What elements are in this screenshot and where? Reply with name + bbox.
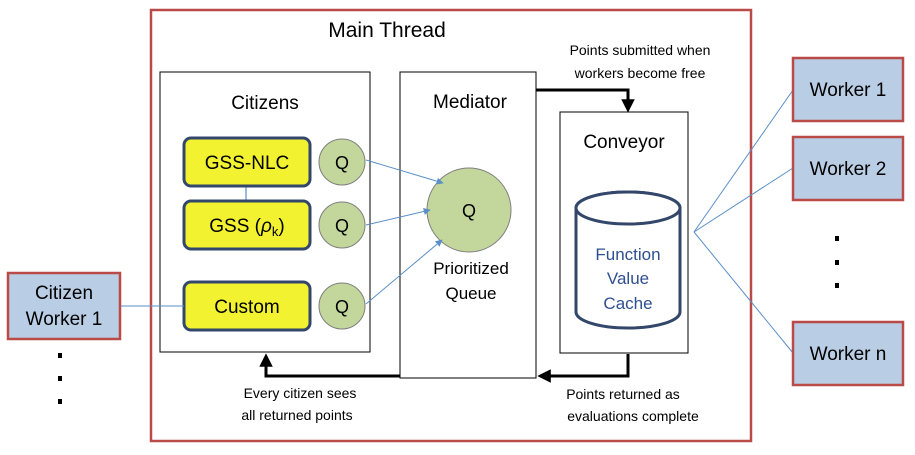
broadcast-arrow: [259, 353, 400, 378]
worker-n-box: [791, 320, 905, 387]
cache-label-2: Value: [607, 269, 649, 288]
worker-link-1: [693, 89, 794, 233]
citizen-worker-ellipsis: [58, 353, 62, 404]
citizen-queue-1-label: Q: [335, 153, 349, 173]
main-thread-title: Main Thread: [328, 19, 446, 42]
worker-ellipsis: [835, 236, 839, 288]
worker-n-label: Worker n: [810, 344, 887, 365]
cache-label-3: Cache: [603, 294, 652, 313]
worker-2-box: [791, 135, 905, 202]
citizen-gss-nlc-label: GSS-NLC: [205, 153, 289, 174]
citizens-title: Citizens: [231, 93, 299, 114]
worker-1-box: [791, 56, 905, 123]
citizen-queue-2: [318, 201, 366, 249]
queue-arrow-2: [365, 208, 431, 226]
worker-link-2: [693, 167, 794, 233]
submit-arrow: [536, 88, 635, 113]
prioritized-queue-label-1: Prioritized: [433, 259, 509, 278]
conveyor-title: Conveyor: [583, 132, 665, 153]
queue-arrow-1: [365, 159, 444, 185]
returned-annotation-1: Points returned as: [566, 386, 680, 402]
citizen-worker-label-2: Worker 1: [26, 309, 103, 330]
returned-annotation-2: evaluations complete: [567, 408, 699, 424]
worker-1-label: Worker 1: [810, 80, 887, 101]
cache-label-1: Function: [595, 245, 660, 264]
prioritized-queue-label-2: Queue: [445, 284, 496, 303]
citizen-custom-label: Custom: [214, 297, 279, 318]
citizen-gss-rho-label: GSS (ρk): [209, 216, 284, 239]
prioritized-queue-symbol: Q: [462, 201, 476, 221]
worker-2-label: Worker 2: [810, 159, 887, 180]
citizen-sees-annotation-1: Every citizen sees: [244, 385, 357, 401]
citizen-worker-label-1: Citizen: [35, 283, 93, 304]
mediator-title: Mediator: [433, 92, 508, 113]
citizen-gss-rho-box: [182, 199, 312, 251]
return-arrow: [537, 354, 630, 383]
citizen-worker-box: [6, 271, 122, 341]
worker-link-n: [693, 231, 794, 354]
citizen-queue-3-label: Q: [335, 297, 349, 317]
queue-arrow-3: [365, 239, 443, 305]
citizen-sees-annotation-2: all returned points: [241, 407, 352, 423]
submitted-annotation-1: Points submitted when: [570, 42, 711, 58]
cache-top-rim: [574, 190, 682, 226]
citizen-queue-2-label: Q: [335, 216, 349, 236]
citizen-queue-1: [318, 138, 366, 186]
submitted-annotation-2: workers become free: [574, 65, 706, 81]
citizen-queue-3: [318, 282, 366, 330]
citizen-gss-nlc-box: [182, 136, 312, 188]
